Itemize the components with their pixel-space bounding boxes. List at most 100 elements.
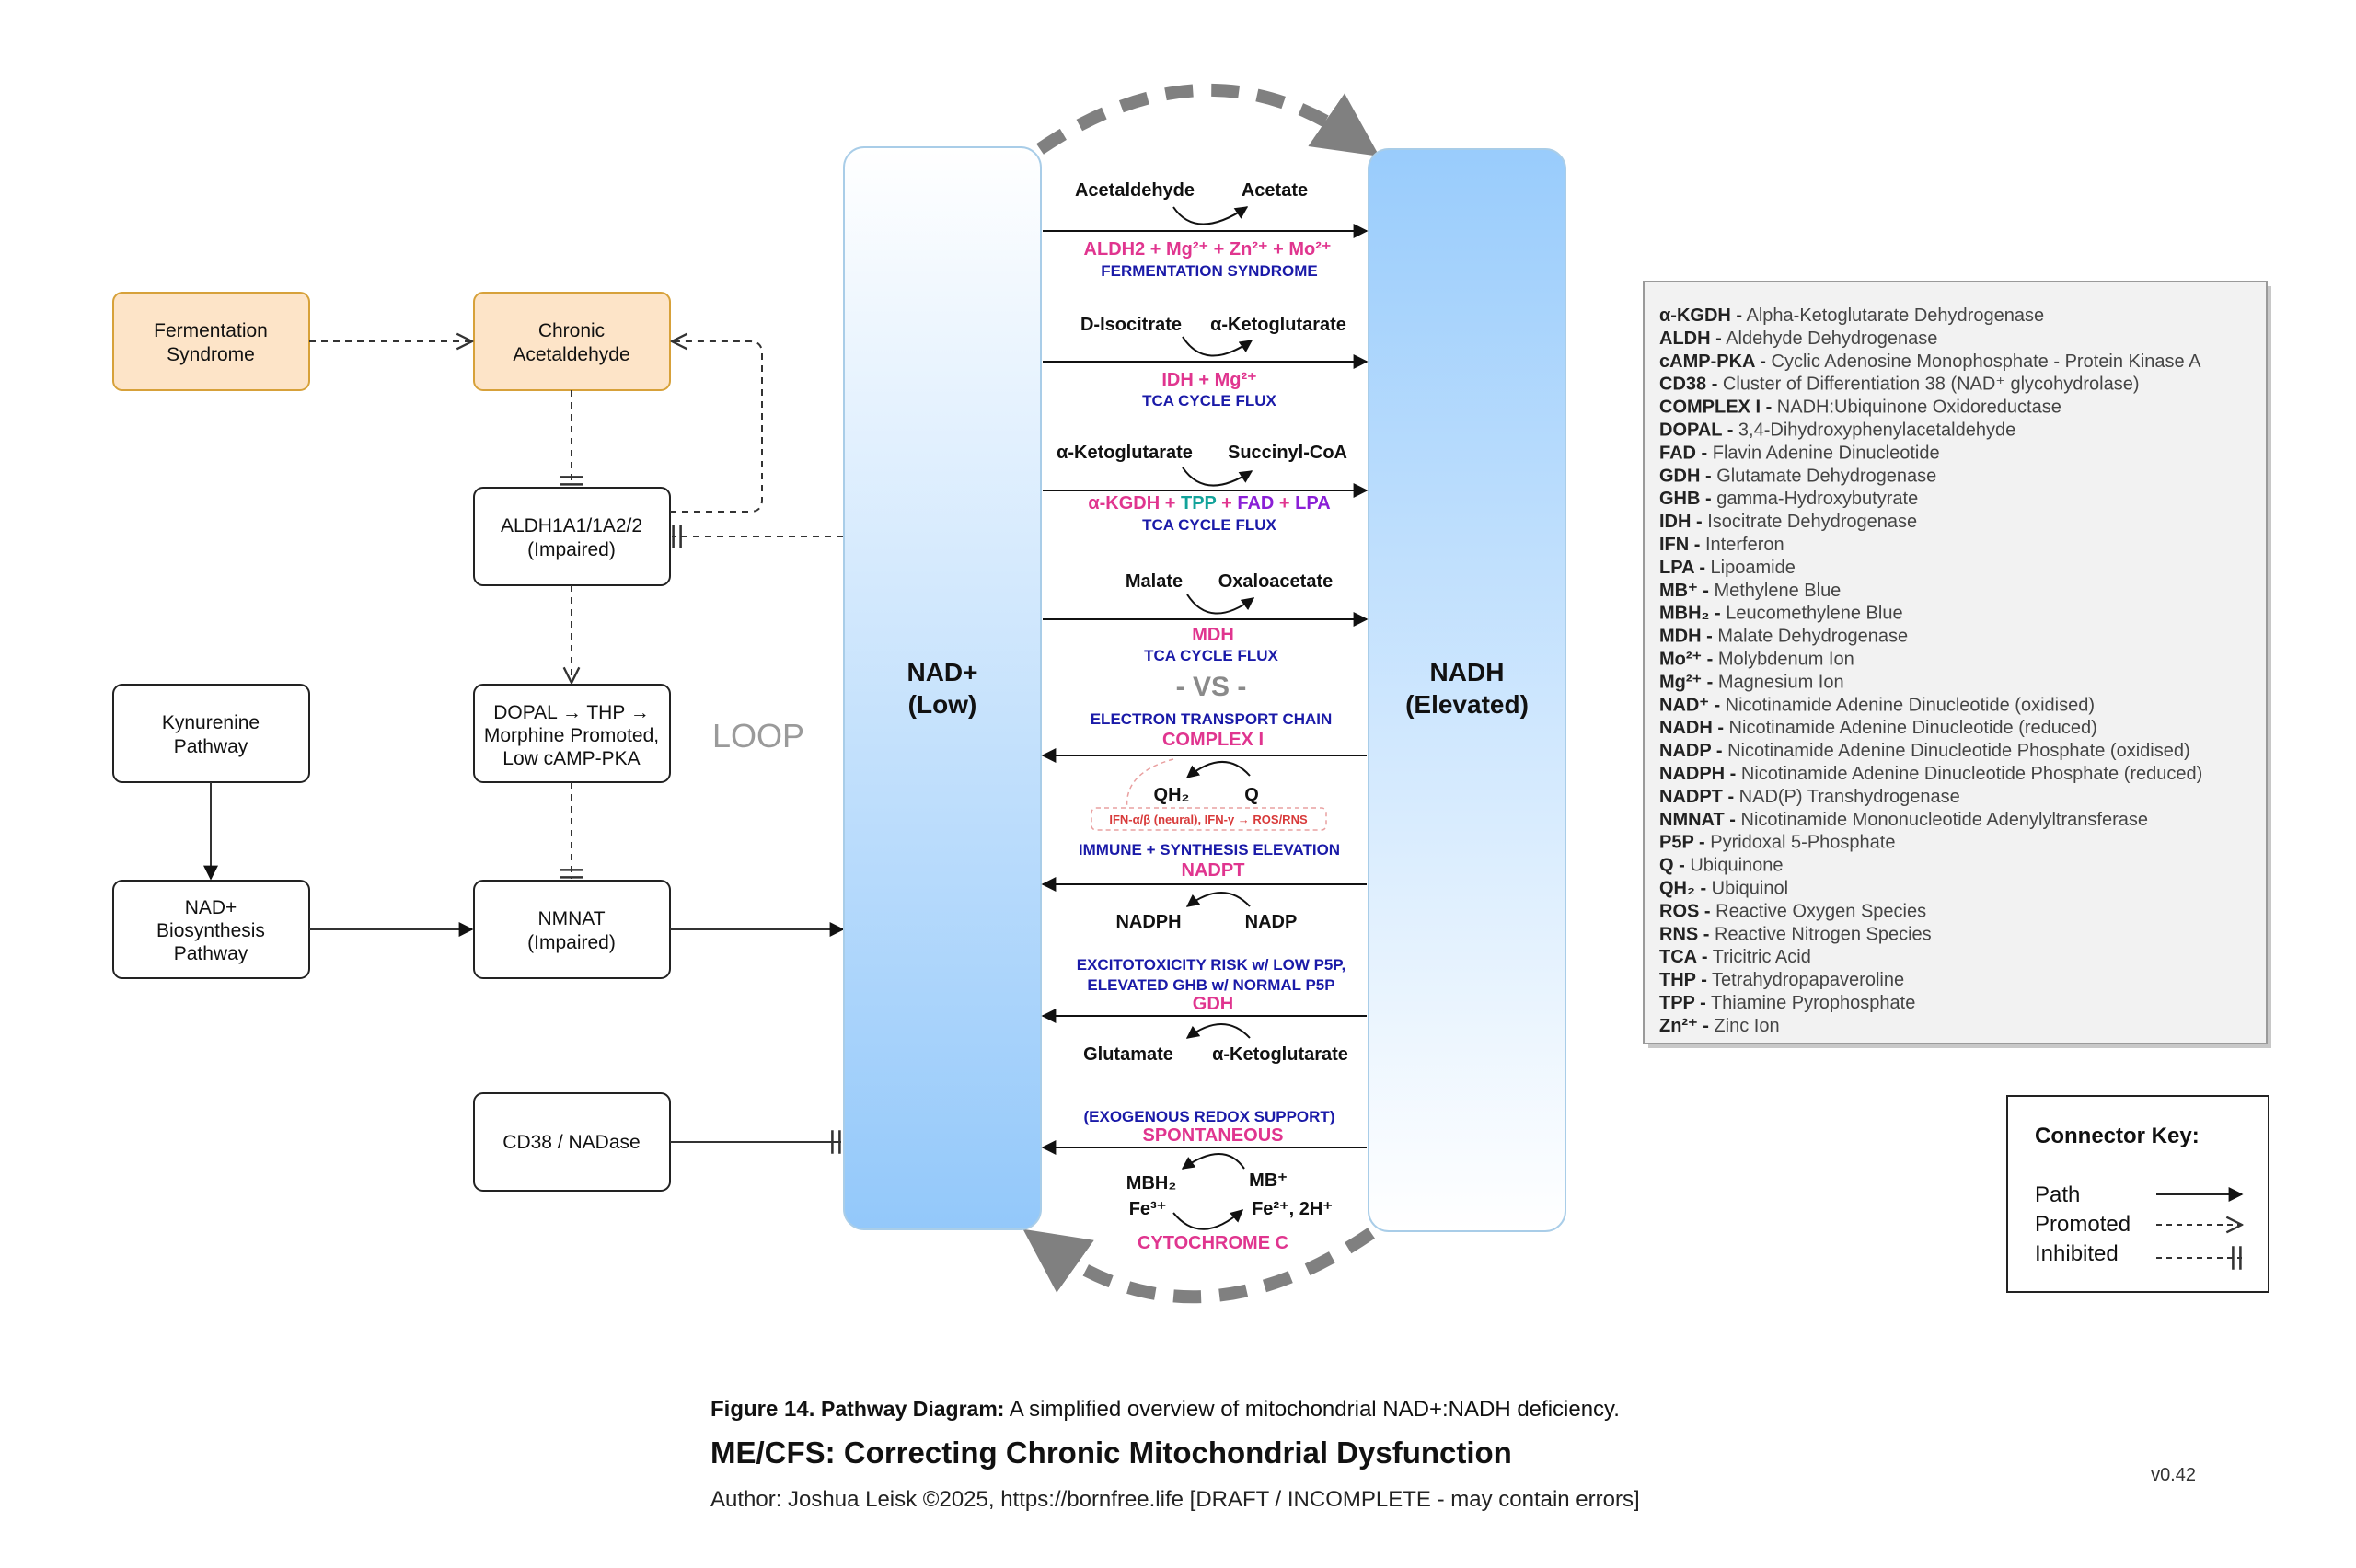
reaction-a-kgdh: α-Ketoglutarate Succinyl-CoA α-KGDH + TP… bbox=[1043, 443, 1369, 534]
author-line: Author: Joshua Leisk ©2025, https://born… bbox=[710, 1487, 1640, 1512]
cycle-arrow-bottom bbox=[1022, 1228, 1375, 1304]
tca-context-2: TCA CYCLE FLUX bbox=[1142, 516, 1276, 534]
acetaldehyde-label: Acetaldehyde bbox=[1075, 180, 1195, 201]
cycle-arrow-top bbox=[1036, 83, 1380, 156]
legend-entry: COMPLEX I - NADH:Ubiquinone Oxidoreducta… bbox=[1659, 398, 2062, 418]
acetate-label: Acetate bbox=[1242, 180, 1308, 201]
succinyl-coa-label: Succinyl-CoA bbox=[1228, 443, 1347, 463]
legend-entry: IFN - Interferon bbox=[1659, 535, 1784, 555]
cd38-label: CD38 / NADase bbox=[502, 1132, 640, 1153]
aldh-loop-to-acetaldehyde bbox=[670, 341, 763, 513]
reaction-spontaneous: (EXOGENOUS REDOX SUPPORT) SPONTANEOUS MB… bbox=[1041, 1108, 1367, 1253]
reaction-nadpt: IMMUNE + SYNTHESIS ELEVATION NADPT NADPH… bbox=[1041, 841, 1367, 932]
a-ketoglutarate-label: α-Ketoglutarate bbox=[1210, 315, 1346, 335]
glutamate-label: Glutamate bbox=[1083, 1044, 1173, 1065]
q-label: Q bbox=[1244, 785, 1259, 805]
legend-entry: Mg²⁺ - Magnesium Ion bbox=[1659, 672, 1844, 692]
cytochrome-c-label: CYTOCHROME C bbox=[1138, 1233, 1288, 1253]
dopal-label: DOPAL → THP →Morphine Promoted,Low cAMP-… bbox=[484, 702, 659, 769]
figure-caption: Figure 14. Pathway Diagram: A simplified… bbox=[710, 1397, 1620, 1422]
nad-column bbox=[843, 146, 1042, 1230]
main-title: ME/CFS: Correcting Chronic Mitochondrial… bbox=[710, 1435, 1512, 1470]
idh-enzyme: IDH + Mg²⁺ bbox=[1161, 370, 1256, 390]
a-ketoglutarate-label-3: α-Ketoglutarate bbox=[1212, 1044, 1348, 1065]
gdh-enzyme: GDH bbox=[1193, 994, 1233, 1014]
reaction-idh: D-Isocitrate α-Ketoglutarate IDH + Mg²⁺ … bbox=[1043, 315, 1369, 409]
legend-entry: RNS - Reactive Nitrogen Species bbox=[1659, 924, 1932, 944]
spontaneous-label: SPONTANEOUS bbox=[1143, 1125, 1284, 1146]
reaction-complex-i: ELECTRON TRANSPORT CHAIN COMPLEX I QH₂ Q… bbox=[1041, 710, 1367, 831]
legend-entry: ROS - Reactive Oxygen Species bbox=[1659, 901, 1926, 921]
reaction-aldh2: Acetaldehyde Acetate ALDH2 + Mg²⁺ + Zn²⁺… bbox=[1043, 180, 1369, 280]
legend-entry: THP - Tetrahydropapaveroline bbox=[1659, 970, 1904, 990]
nmnat-box bbox=[473, 880, 671, 979]
legend-panel bbox=[1643, 281, 2268, 1044]
excitotoxicity-context-1: EXCITOTOXICITY RISK w/ LOW P5P, bbox=[1077, 956, 1346, 974]
nadpt-enzyme: NADPT bbox=[1182, 860, 1245, 881]
nad-column-label: NAD+(Low) bbox=[907, 658, 977, 719]
versus-label: - VS - bbox=[1176, 672, 1247, 702]
tca-context-3: TCA CYCLE FLUX bbox=[1144, 647, 1278, 664]
nadph-label: NADPH bbox=[1115, 912, 1181, 932]
aldh2-enzyme: ALDH2 + Mg²⁺ + Zn²⁺ + Mo²⁺ bbox=[1084, 239, 1332, 259]
legend-entry: NAD⁺ - Nicotinamide Adenine Dinucleotide… bbox=[1659, 695, 2095, 715]
fe2-label: Fe²⁺, 2H⁺ bbox=[1252, 1199, 1333, 1219]
legend-entry: TPP - Thiamine Pyrophosphate bbox=[1659, 993, 1915, 1013]
legend-entry: DOPAL - 3,4-Dihydroxyphenylacetaldehyde bbox=[1659, 421, 2015, 441]
nmnat-label: NMNAT(Impaired) bbox=[527, 908, 616, 953]
legend-entry: NADPT - NAD(P) Transhydrogenase bbox=[1659, 787, 1960, 807]
excitotoxicity-context-2: ELEVATED GHB w/ NORMAL P5P bbox=[1087, 976, 1334, 994]
connector-key-inhibited: Inhibited bbox=[2035, 1241, 2119, 1266]
tca-context-1: TCA CYCLE FLUX bbox=[1142, 392, 1276, 409]
aldh-label: ALDH1A1/1A2/2(Impaired) bbox=[501, 515, 642, 560]
reaction-mdh: Malate Oxaloacetate MDH TCA CYCLE FLUX bbox=[1043, 571, 1369, 664]
complex-i-enzyme: COMPLEX I bbox=[1162, 730, 1264, 750]
legend-entry: Zn²⁺ - Zinc Ion bbox=[1659, 1016, 1780, 1036]
etc-context: ELECTRON TRANSPORT CHAIN bbox=[1091, 710, 1333, 728]
aldh-box bbox=[473, 487, 671, 586]
legend-entry: NADPH - Nicotinamide Adenine Dinucleotid… bbox=[1659, 764, 2202, 784]
mdh-enzyme: MDH bbox=[1192, 625, 1234, 645]
reaction-gdh: EXCITOTOXICITY RISK w/ LOW P5P, ELEVATED… bbox=[1041, 956, 1367, 1065]
a-kgdh-enzyme: α-KGDH + TPP + FAD + LPA bbox=[1088, 493, 1330, 513]
legend-entry: cAMP-PKA - Cyclic Adenosine Monophosphat… bbox=[1659, 352, 2201, 372]
legend-entries: α-KGDH - Alpha-Ketoglutarate Dehydrogena… bbox=[1659, 306, 2202, 1036]
legend-entry: MB⁺ - Methylene Blue bbox=[1659, 581, 1841, 601]
nadh-column bbox=[1368, 148, 1566, 1232]
connector-key-path: Path bbox=[2035, 1182, 2080, 1207]
legend-entry: P5P - Pyridoxal 5-Phosphate bbox=[1659, 833, 1895, 853]
ifn-note: IFN-α/β (neural), IFN-γ → ROS/RNS bbox=[1109, 813, 1308, 826]
nadh-column-label: NADH(Elevated) bbox=[1405, 658, 1529, 719]
fermentation-context: FERMENTATION SYNDROME bbox=[1101, 262, 1317, 280]
legend-entry: NADH - Nicotinamide Adenine Dinucleotide… bbox=[1659, 718, 2097, 738]
qh2-label: QH₂ bbox=[1154, 785, 1190, 805]
legend-entry: FAD - Flavin Adenine Dinucleotide bbox=[1659, 443, 1940, 463]
legend-entry: NADP - Nicotinamide Adenine Dinucleotide… bbox=[1659, 741, 2190, 761]
legend-entry: MBH₂ - Leucomethylene Blue bbox=[1659, 604, 1903, 624]
connector-key-title: Connector Key: bbox=[2035, 1124, 2200, 1148]
chronic-acetaldehyde-box bbox=[473, 292, 671, 391]
fe3-label: Fe³⁺ bbox=[1129, 1199, 1167, 1219]
legend-entry: GDH - Glutamate Dehydrogenase bbox=[1659, 466, 1936, 486]
legend-entry: TCA - Tricitric Acid bbox=[1659, 947, 1811, 967]
legend-entry: Mo²⁺ - Molybdenum Ion bbox=[1659, 650, 1854, 670]
legend-entry: MDH - Malate Dehydrogenase bbox=[1659, 627, 1908, 647]
immune-context: IMMUNE + SYNTHESIS ELEVATION bbox=[1079, 841, 1340, 859]
connector-key-promoted: Promoted bbox=[2035, 1212, 2131, 1237]
mbh2-label: MBH₂ bbox=[1126, 1173, 1176, 1193]
legend-entry: GHB - gamma-Hydroxybutyrate bbox=[1659, 489, 1918, 509]
d-isocitrate-label: D-Isocitrate bbox=[1080, 315, 1182, 335]
legend-entry: NMNAT - Nicotinamide Mononucleotide Aden… bbox=[1659, 810, 2148, 830]
legend-entry: α-KGDH - Alpha-Ketoglutarate Dehydrogena… bbox=[1659, 306, 2044, 326]
legend-entry: ALDH - Aldehyde Dehydrogenase bbox=[1659, 329, 1937, 349]
loop-label: LOOP bbox=[712, 717, 804, 755]
nadp-label: NADP bbox=[1245, 912, 1298, 932]
mb-plus-label: MB⁺ bbox=[1249, 1170, 1288, 1191]
exogenous-context: (EXOGENOUS REDOX SUPPORT) bbox=[1084, 1108, 1335, 1125]
connector-key: Connector Key: Path Promoted Inhibited bbox=[2006, 1095, 2269, 1293]
